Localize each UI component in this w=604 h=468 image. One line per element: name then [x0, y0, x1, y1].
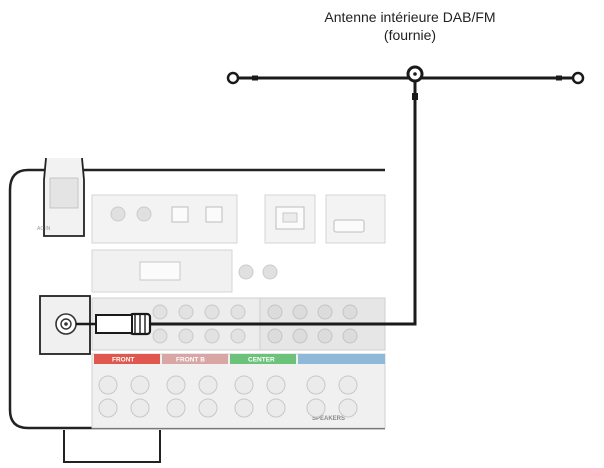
band-center-label: CENTER	[248, 357, 275, 364]
band-front-b	[162, 354, 228, 364]
band-front-label: FRONT	[112, 357, 134, 364]
antenna-caption-line1: Antenne intérieure DAB/FM	[324, 9, 496, 25]
band-front	[94, 354, 160, 364]
speaker-bands: FRONT FRONT B CENTER SPEAKERS	[94, 354, 385, 422]
antenna	[226, 65, 585, 100]
svg-text:AC IN: AC IN	[37, 226, 51, 232]
band-front-b-label: FRONT B	[176, 357, 205, 364]
band-surround	[298, 354, 385, 364]
antenna-caption: Antenne intérieure DAB/FM (fournie)	[290, 8, 530, 44]
speaker-terminals	[98, 375, 358, 418]
antenna-cable	[76, 100, 417, 336]
speakers-label: SPEAKERS	[312, 416, 345, 422]
receiver-outline: AC IN	[8, 157, 385, 463]
antenna-caption-line2: (fournie)	[383, 27, 437, 43]
band-center	[230, 354, 296, 364]
